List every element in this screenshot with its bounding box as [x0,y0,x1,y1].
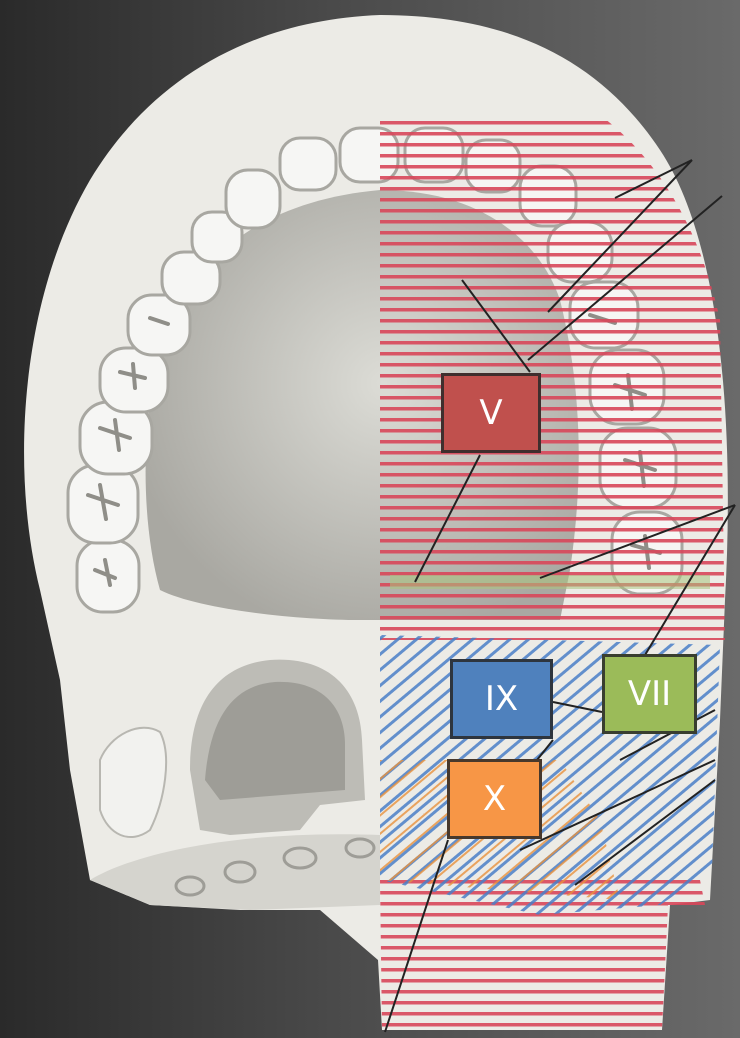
nerve-label-x: X [447,759,542,839]
hatch-region-vii-band [390,575,710,589]
nerve-label-ix: IX [450,659,553,739]
nerve-label-v: V [441,373,541,453]
nerve-label-vii: VII [602,654,697,734]
